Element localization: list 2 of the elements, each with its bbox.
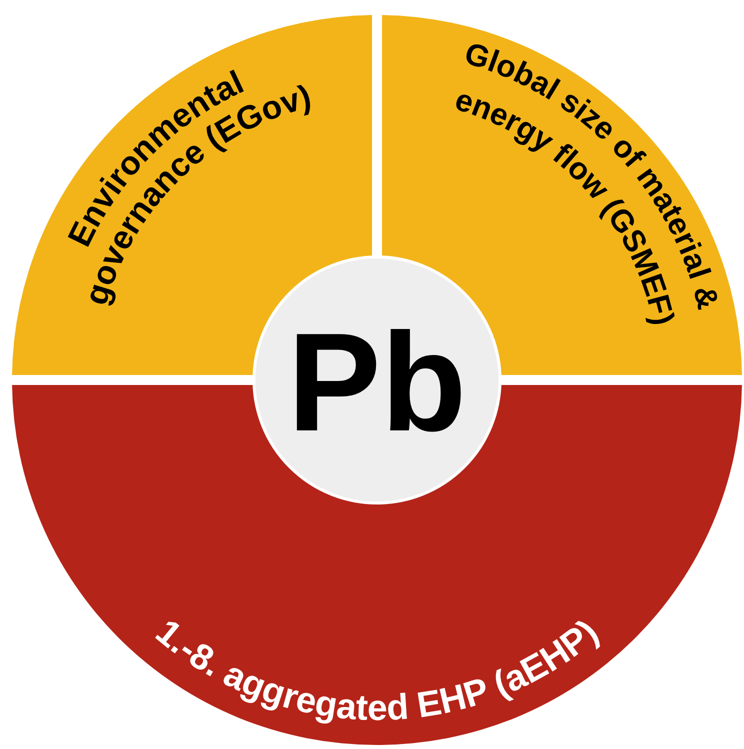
center-circle [252, 256, 502, 504]
element-symbol: Pb [288, 303, 466, 460]
